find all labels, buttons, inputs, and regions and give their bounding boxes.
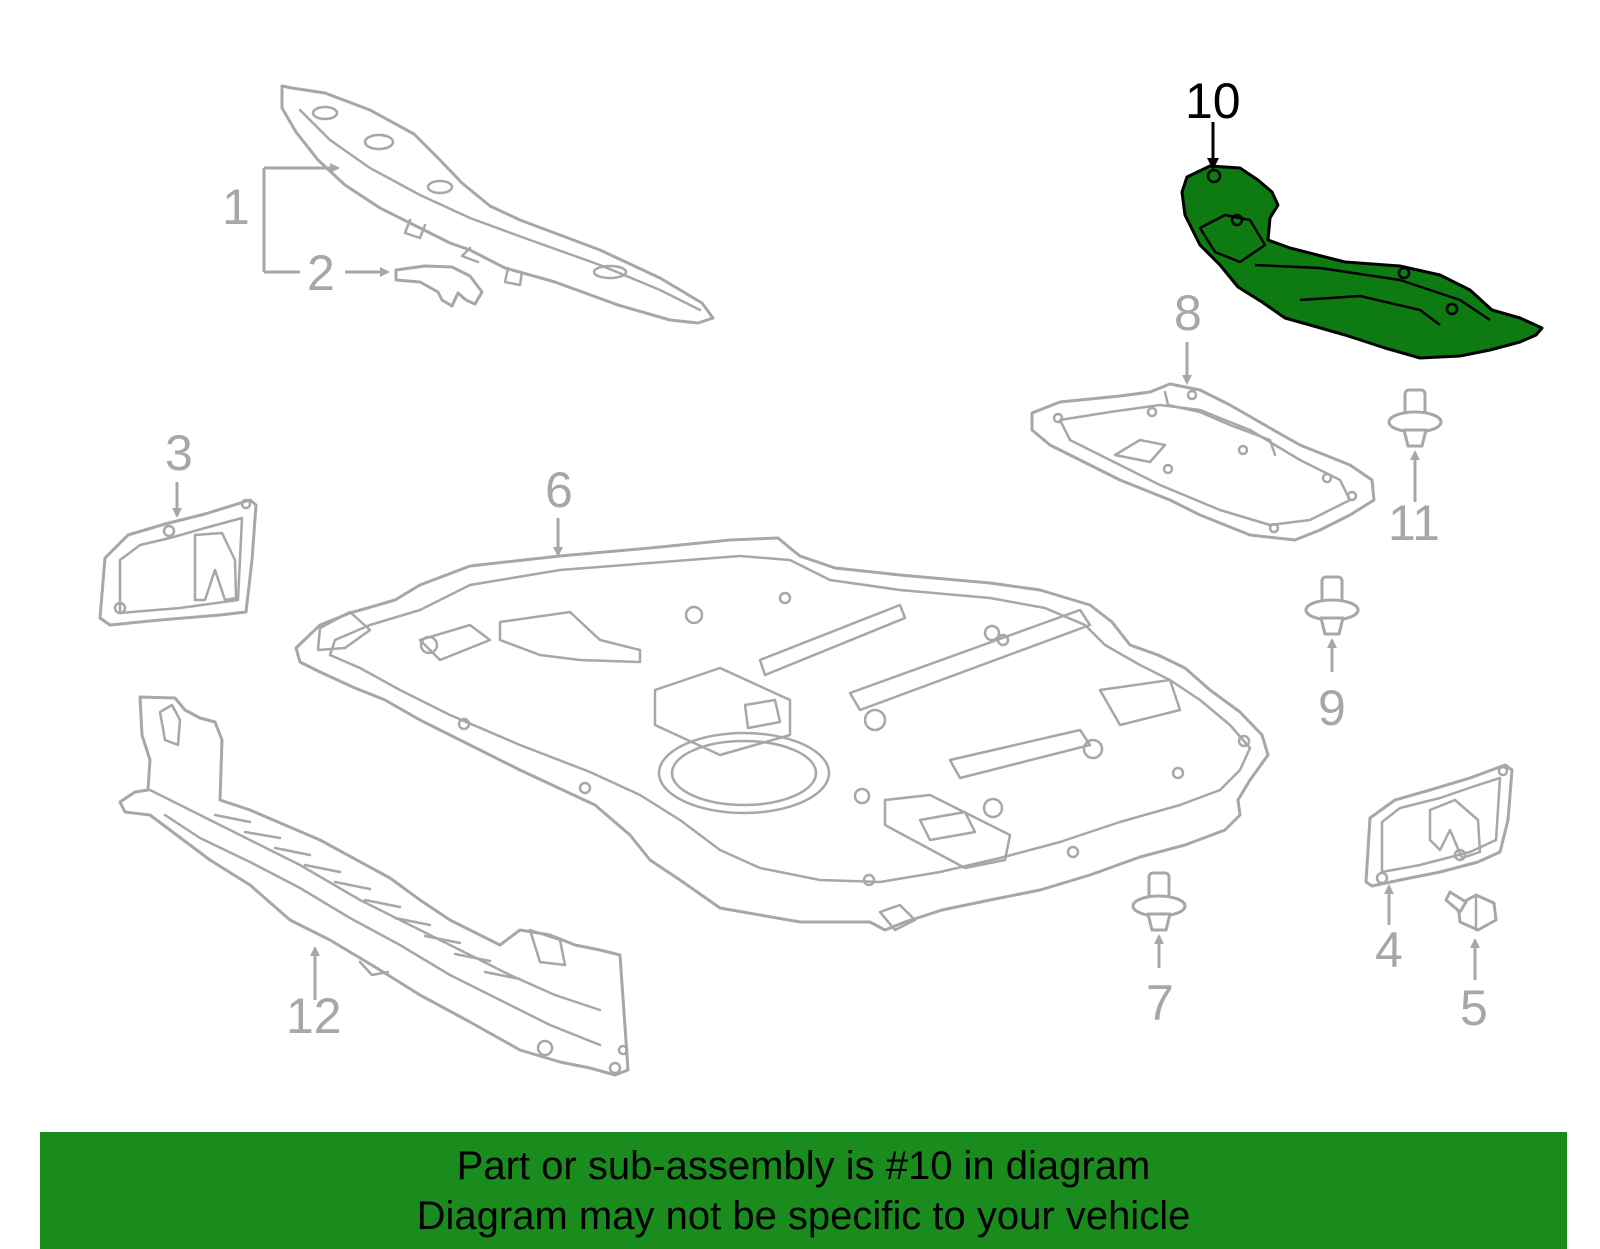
callout-10: 10 bbox=[1185, 73, 1241, 129]
part-8-panel bbox=[1030, 382, 1376, 542]
callout-2: 2 bbox=[307, 245, 335, 301]
banner-line-2: Diagram may not be specific to your vehi… bbox=[416, 1193, 1191, 1238]
part-3-seal bbox=[98, 498, 258, 627]
callout-4: 4 bbox=[1375, 922, 1403, 978]
leader-1 bbox=[262, 168, 338, 274]
part-7-clip bbox=[1131, 871, 1187, 932]
callout-5: 5 bbox=[1460, 980, 1488, 1036]
part-12-lower-shield bbox=[118, 695, 630, 1077]
part-4-seal bbox=[1364, 763, 1514, 888]
part-5-bolt bbox=[1444, 890, 1498, 932]
callout-12: 12 bbox=[286, 988, 342, 1044]
callout-9: 9 bbox=[1318, 680, 1346, 736]
banner-line-1: Part or sub-assembly is #10 in diagram bbox=[456, 1143, 1151, 1188]
part-1-shield bbox=[280, 84, 715, 325]
callout-1: 1 bbox=[222, 179, 250, 235]
callout-6: 6 bbox=[545, 462, 573, 518]
part-9-clip bbox=[1304, 575, 1360, 636]
part-10-highlighted-shield bbox=[1180, 164, 1544, 360]
callout-3: 3 bbox=[165, 425, 193, 481]
part-11-clip bbox=[1387, 388, 1443, 448]
part-2-bracket bbox=[394, 264, 484, 308]
callout-7: 7 bbox=[1146, 975, 1174, 1031]
part-6-undercover bbox=[294, 536, 1270, 932]
callout-11: 11 bbox=[1388, 495, 1440, 551]
callout-8: 8 bbox=[1174, 285, 1202, 341]
info-banner: Part or sub-assembly is #10 in diagram D… bbox=[40, 1132, 1567, 1249]
